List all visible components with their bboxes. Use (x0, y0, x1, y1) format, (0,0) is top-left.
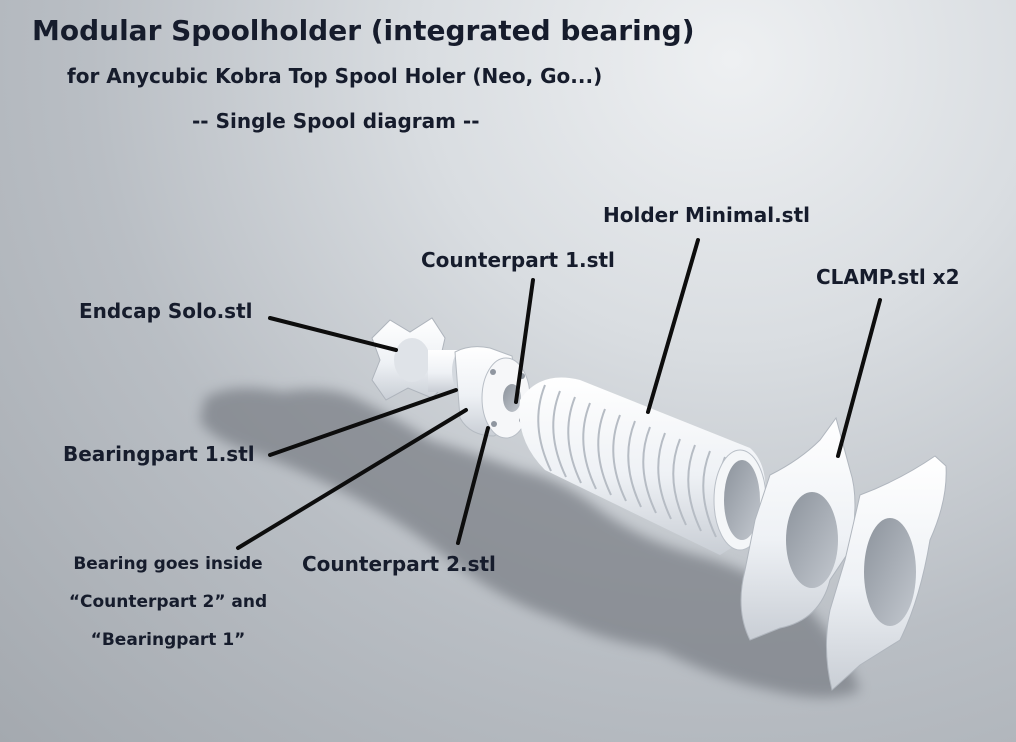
bearing-note: Bearing goes inside “Counterpart 2” and … (48, 545, 288, 659)
diagram-subtitle: for Anycubic Kobra Top Spool Holer (Neo,… (67, 64, 602, 88)
diagram-subtitle-2: -- Single Spool diagram -- (192, 109, 480, 133)
label-endcap-solo: Endcap Solo.stl (79, 299, 253, 323)
label-bearingpart-1: Bearingpart 1.stl (63, 442, 255, 466)
bearing-note-line-1: Bearing goes inside (48, 545, 288, 583)
label-counterpart-2: Counterpart 2.stl (302, 552, 496, 576)
bearing-note-line-2: “Counterpart 2” and (48, 583, 288, 621)
leader-clamp (838, 300, 880, 456)
label-clamp: CLAMP.stl x2 (816, 265, 960, 289)
bearing-note-line-3: “Bearingpart 1” (48, 621, 288, 659)
label-counterpart-1: Counterpart 1.stl (421, 248, 615, 272)
leader-holder-minimal (648, 240, 698, 412)
diagram-title: Modular Spoolholder (integrated bearing) (32, 14, 694, 47)
label-holder-minimal: Holder Minimal.stl (603, 203, 810, 227)
